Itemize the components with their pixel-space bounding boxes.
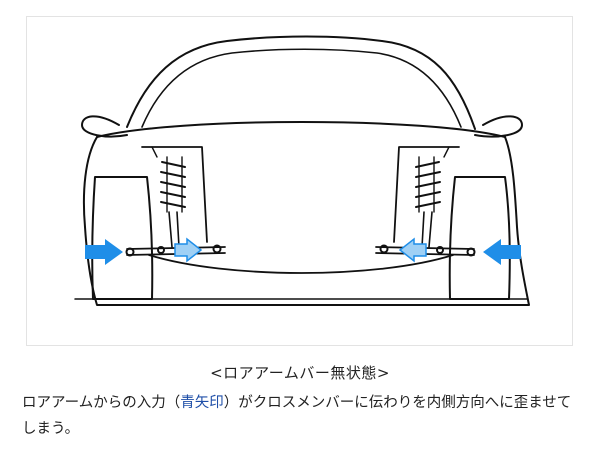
caption-body-text-2: ）がクロスメンバーに伝わりを内側方向へに歪ませてしまう。 <box>22 395 572 437</box>
caption-title: <ロアアームバー無状態> <box>210 364 390 382</box>
right-arm-joint-inner <box>379 244 389 254</box>
right-damper <box>421 211 433 248</box>
right-tire <box>448 176 511 300</box>
right-arm-joint-outer <box>466 247 476 257</box>
left-force-arrow <box>174 237 203 263</box>
bumper-curve <box>148 254 454 274</box>
suspension-diagram <box>26 16 573 346</box>
left-strut-tower <box>141 146 208 243</box>
caption-body-text-1: ロアアームからの入力（ <box>22 395 181 411</box>
left-input-arrow <box>85 239 123 265</box>
left-arm-joint-inner <box>212 244 222 254</box>
left-arm-joint-outer <box>125 247 135 257</box>
right-arm-joint-mid <box>436 246 444 254</box>
caption-highlight: 青矢印 <box>180 395 224 411</box>
left-arm-joint-mid <box>157 246 165 254</box>
body-outline <box>82 136 530 306</box>
car-front-illustration <box>74 35 530 306</box>
windshield-outline <box>141 48 462 128</box>
hood-line <box>96 121 506 138</box>
right-spring <box>415 161 441 208</box>
right-strut-tower <box>393 146 460 243</box>
roof-outline <box>126 35 476 130</box>
right-mirror <box>474 115 523 138</box>
left-mirror <box>81 115 128 138</box>
left-damper <box>168 211 180 248</box>
right-force-arrow <box>398 237 427 263</box>
left-tire <box>91 176 154 300</box>
caption-body: ロアアームからの入力（青矢印）がクロスメンバーに伝わりを内側方向へに歪ませてしま… <box>22 390 582 442</box>
left-spring <box>160 161 186 208</box>
right-input-arrow <box>483 239 521 265</box>
